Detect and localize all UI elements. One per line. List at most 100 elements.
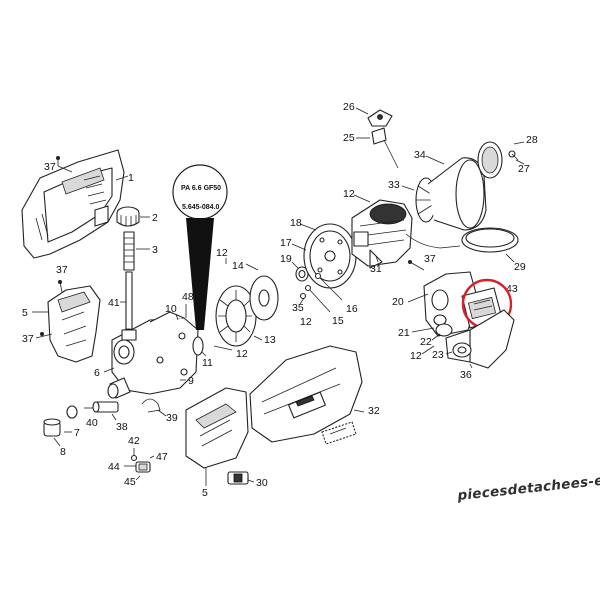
svg-text:13: 13 — [264, 334, 276, 346]
svg-text:5: 5 — [22, 307, 28, 319]
callout-23: 23 — [432, 349, 453, 361]
svg-text:45: 45 — [124, 476, 136, 488]
callout-36: 36 — [460, 363, 473, 381]
callout-45: 45 — [124, 475, 141, 488]
front-left-cover[interactable] — [47, 285, 101, 363]
svg-text:2: 2 — [152, 212, 158, 224]
cap-nut-8[interactable] — [43, 418, 61, 437]
svg-text:14: 14 — [232, 260, 244, 272]
svg-text:12: 12 — [300, 316, 312, 328]
callout-21: 21 — [398, 327, 435, 339]
svg-text:12: 12 — [410, 350, 422, 362]
handle-frame-5[interactable] — [185, 387, 249, 469]
callout-34: 34 — [414, 149, 445, 165]
svg-text:23: 23 — [432, 349, 444, 361]
bushing-23[interactable] — [452, 342, 472, 358]
o-ring-11[interactable] — [192, 336, 204, 356]
screw-27[interactable] — [508, 150, 519, 161]
spacer-19[interactable] — [295, 266, 309, 282]
svg-text:37: 37 — [22, 333, 34, 345]
callout-26: 26 — [343, 101, 369, 115]
knob-45[interactable] — [135, 461, 151, 473]
svg-text:8: 8 — [60, 446, 66, 458]
svg-text:17: 17 — [280, 237, 292, 249]
callout-13: 13 — [253, 334, 276, 346]
piston-rod[interactable] — [122, 271, 136, 336]
rear-housing-shell[interactable] — [21, 149, 125, 259]
callout-12-upper: 12 — [216, 247, 228, 264]
drive-belt-29[interactable] — [461, 227, 519, 253]
wobble-plate-13[interactable] — [215, 285, 257, 347]
front-cover-32[interactable] — [249, 345, 363, 443]
seal-ring-40[interactable] — [66, 405, 78, 419]
svg-text:11: 11 — [202, 357, 213, 369]
switch-lever-25[interactable] — [371, 127, 399, 169]
callout-12-motor: 12 — [343, 188, 371, 203]
screw-16[interactable] — [314, 272, 343, 301]
callout-17: 17 — [280, 237, 307, 251]
svg-text:1: 1 — [128, 172, 134, 184]
svg-text:piecesdetachees-elec.com: piecesdetachees-elec.com — [456, 466, 600, 504]
outlet-fitting[interactable] — [107, 377, 131, 399]
mount-plate-20[interactable] — [423, 271, 479, 337]
callout-8: 8 — [53, 437, 66, 458]
svg-text:43: 43 — [506, 283, 518, 295]
svg-text:5.645-084.0: 5.645-084.0 — [182, 204, 219, 211]
callout-16: 16 — [346, 303, 358, 315]
svg-text:32: 32 — [368, 405, 380, 417]
screw-42[interactable] — [130, 448, 138, 462]
svg-text:3: 3 — [152, 244, 158, 256]
switch-knob-26[interactable] — [367, 109, 393, 127]
watermark-logo: piecesdetachees-elec.com — [456, 466, 600, 504]
callout-35: 35 — [292, 292, 307, 314]
svg-text:48: 48 — [182, 291, 194, 303]
svg-text:7: 7 — [74, 427, 80, 439]
pump-housing[interactable] — [111, 311, 199, 395]
motor-housing-34[interactable] — [427, 157, 487, 231]
callout-44: 44 — [108, 461, 136, 473]
svg-text:28: 28 — [526, 134, 538, 146]
callout-27: 27 — [515, 159, 530, 175]
callout-25: 25 — [343, 132, 370, 144]
wire-lead — [405, 233, 461, 249]
callout-38: 38 — [111, 413, 128, 433]
callout-10: 10 — [165, 303, 179, 321]
bushing-22[interactable] — [435, 323, 453, 337]
screw-15[interactable] — [304, 284, 331, 313]
callout-37-right: 37 — [408, 253, 436, 271]
callout-14: 14 — [232, 260, 259, 272]
svg-text:10: 10 — [165, 303, 177, 315]
svg-text:27: 27 — [518, 163, 530, 175]
pump-cap[interactable] — [116, 206, 140, 227]
svg-text:47: 47 — [156, 451, 168, 463]
svg-text:31: 31 — [370, 263, 382, 275]
motor-rotor-12[interactable] — [351, 199, 413, 269]
callout-30: 30 — [247, 477, 268, 489]
svg-text:12: 12 — [236, 348, 248, 360]
svg-text:16: 16 — [346, 303, 358, 315]
svg-text:40: 40 — [86, 417, 98, 429]
callout-32: 32 — [353, 405, 380, 417]
svg-text:33: 33 — [388, 179, 400, 191]
callout-19: 19 — [280, 253, 299, 269]
motor-end-shield-17[interactable] — [303, 223, 357, 289]
clip-39[interactable] — [141, 398, 161, 413]
bearing-plate[interactable] — [249, 275, 279, 321]
svg-text:37: 37 — [424, 253, 436, 265]
callout-28: 28 — [513, 134, 538, 146]
callout-7: 7 — [64, 427, 80, 439]
svg-text:42: 42 — [128, 435, 140, 447]
spring-assembly[interactable] — [123, 231, 135, 271]
callout-3: 3 — [136, 244, 158, 256]
callout-22: 22 — [420, 333, 441, 348]
svg-text:35: 35 — [292, 302, 304, 314]
callout-37-top: 37 — [44, 156, 73, 173]
label-plate — [321, 421, 357, 445]
end-cap-disc[interactable] — [477, 141, 503, 179]
callout-5-left: 5 — [22, 307, 48, 319]
svg-text:41: 41 — [108, 297, 120, 309]
valve-assembly-38[interactable] — [84, 401, 119, 413]
wheel-30[interactable] — [227, 471, 249, 485]
svg-text:37: 37 — [44, 161, 56, 173]
